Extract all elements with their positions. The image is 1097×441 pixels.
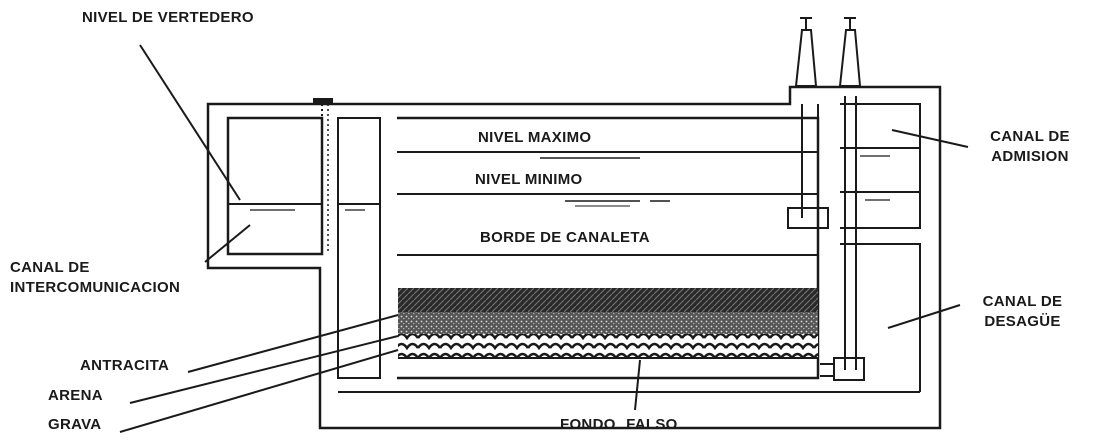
label-canal-desague: CANAL DE DESAGÜE	[960, 292, 1085, 332]
label-canal-intercomunicacion: CANAL DE INTERCOMUNICACION	[10, 258, 180, 298]
label-canal-desague-line1: CANAL DE	[982, 293, 1063, 310]
label-arena: ARENA	[48, 387, 103, 404]
label-borde-canaleta: BORDE DE CANALETA	[480, 229, 650, 246]
leader-lines	[119, 44, 969, 433]
level-lines	[228, 147, 920, 256]
valve-actuators	[794, 17, 862, 87]
label-nivel-maximo: NIVEL MAXIMO	[478, 129, 592, 146]
weir-cap	[313, 98, 333, 105]
label-canal-intercom-line2: INTERCOMUNICACION	[10, 279, 181, 296]
label-canal-admision-line2: ADMISION	[991, 148, 1069, 165]
label-canal-desague-line2: DESAGÜE	[984, 313, 1061, 330]
label-canal-admision: CANAL DE ADMISION	[975, 127, 1085, 167]
label-antracita: ANTRACITA	[80, 357, 170, 374]
label-nivel-minimo: NIVEL MINIMO	[475, 171, 583, 188]
gravel-layer	[398, 334, 818, 358]
label-canal-intercom-line1: CANAL DE	[10, 259, 90, 276]
label-fondo-falso: FONDO FALSO	[560, 416, 678, 433]
anthracite-layer	[398, 288, 818, 312]
pipes	[787, 96, 865, 381]
label-grava: GRAVA	[48, 416, 102, 433]
label-nivel-vertedero: NIVEL DE VERTEDERO	[82, 9, 254, 26]
tank-structure	[206, 85, 942, 430]
label-canal-admision-line1: CANAL DE	[990, 128, 1070, 145]
sand-layer	[398, 312, 818, 334]
